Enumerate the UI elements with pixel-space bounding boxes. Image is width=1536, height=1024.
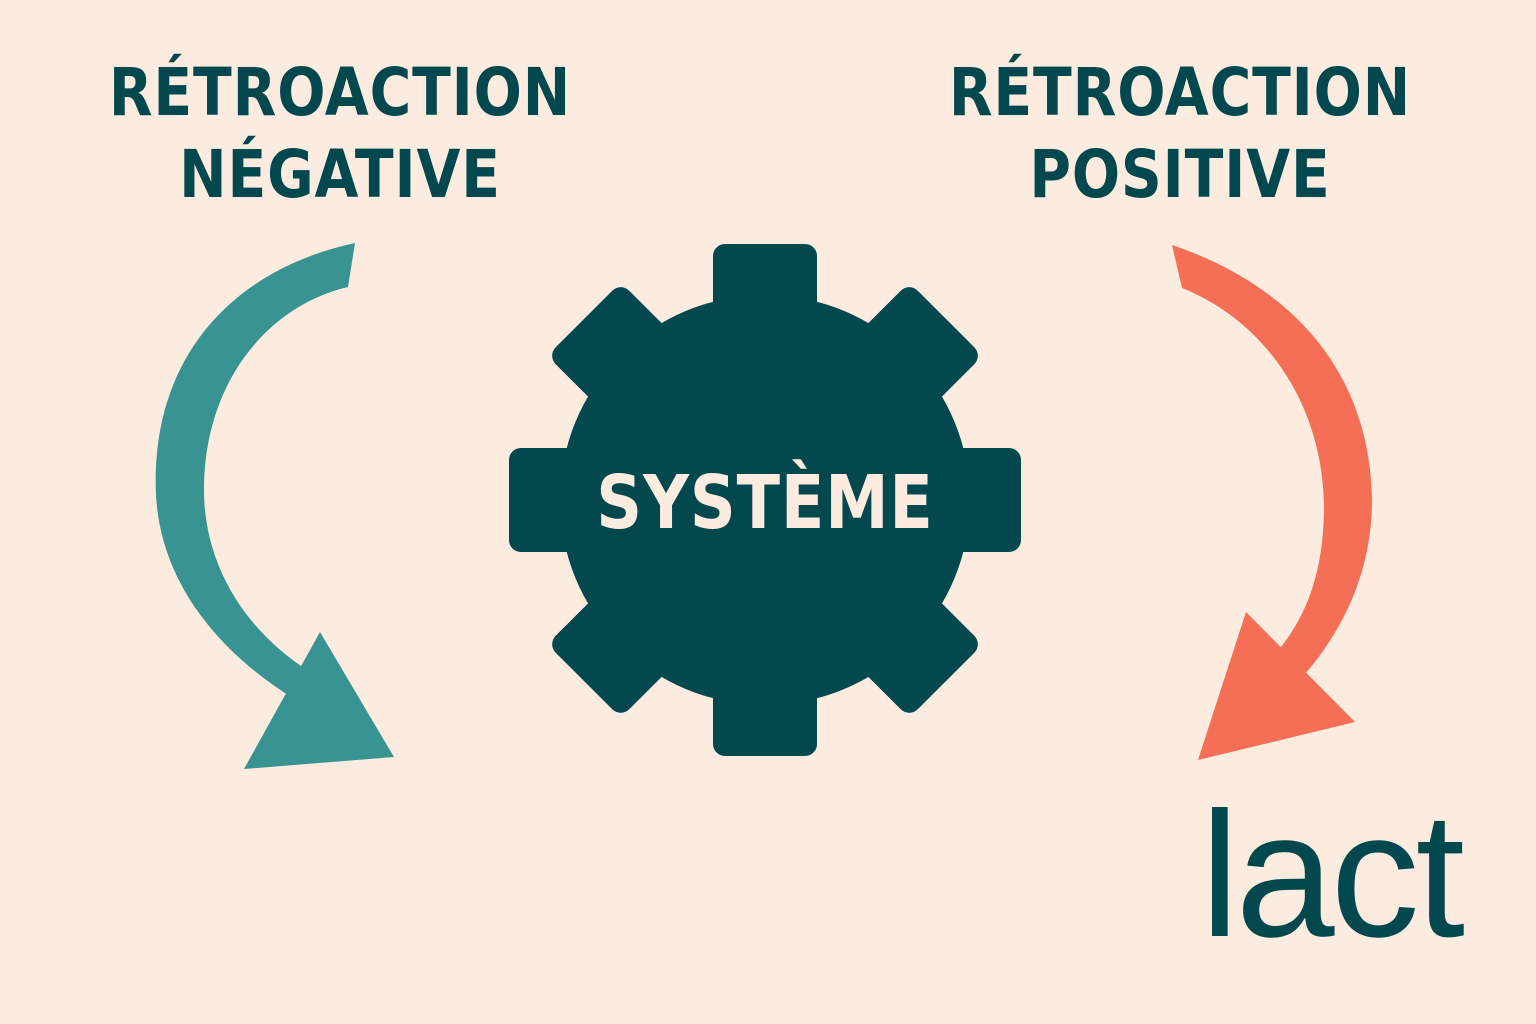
- negative-arrow-body: [155, 243, 355, 695]
- negative-feedback-heading-line2: NÉGATIVE: [179, 136, 501, 213]
- positive-arrow-head: [1198, 612, 1355, 760]
- positive-feedback-arrow-icon: [1172, 245, 1372, 760]
- negative-feedback-heading-line1: RÉTROACTION: [108, 54, 572, 131]
- negative-feedback-arrow-icon: [155, 243, 394, 769]
- positive-feedback-heading-line2: POSITIVE: [1029, 136, 1331, 213]
- negative-arrow-head: [244, 632, 394, 769]
- positive-feedback-heading-line1: RÉTROACTION: [948, 54, 1412, 131]
- brand-logo: lact: [1200, 775, 1465, 974]
- negative-feedback-heading: RÉTROACTION NÉGATIVE: [99, 52, 581, 216]
- positive-feedback-heading: RÉTROACTION POSITIVE: [931, 52, 1430, 216]
- positive-arrow-body: [1172, 245, 1372, 690]
- system-label: SYSTÈME: [596, 460, 934, 546]
- gear-icon: [509, 244, 1021, 756]
